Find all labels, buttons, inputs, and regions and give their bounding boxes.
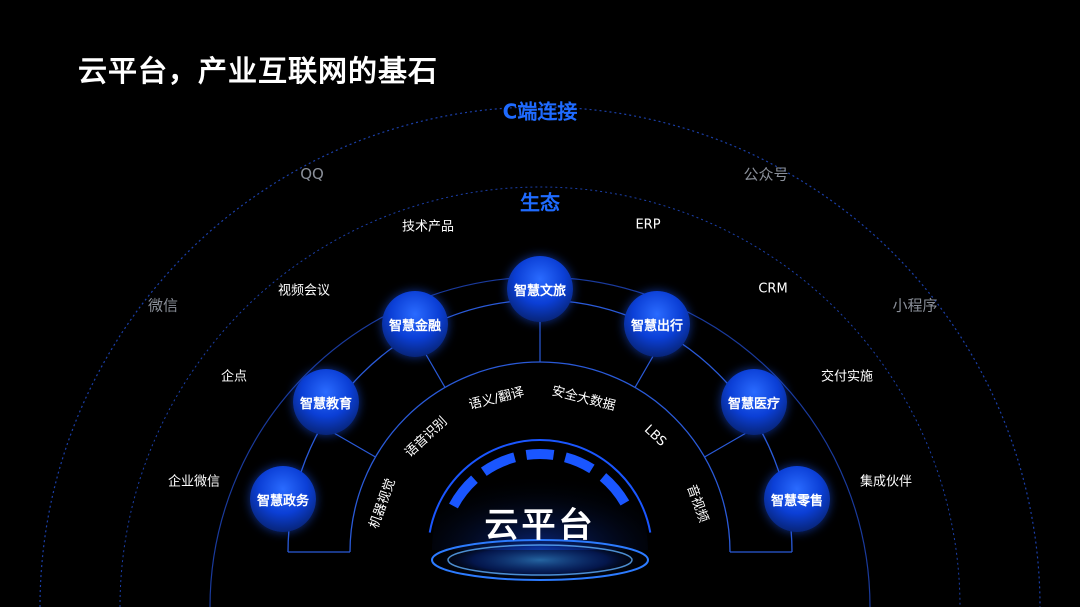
ecosystem-item: 集成伙伴 — [859, 474, 913, 490]
outer-item: 微信 — [147, 296, 179, 315]
solution-node[interactable]: 智慧医疗 — [721, 369, 787, 435]
solution-node[interactable]: 智慧教育 — [293, 369, 359, 435]
ecosystem-item: 企业微信 — [167, 474, 221, 490]
core-gauge-segment — [480, 452, 517, 476]
ecosystem-item: 交付实施 — [820, 369, 874, 385]
platform-glow — [428, 538, 652, 582]
page-title: 云平台，产业互联网的基石 — [78, 54, 439, 88]
core-gauge-segment — [563, 452, 595, 474]
solution-node[interactable]: 智慧金融 — [382, 291, 448, 357]
outer-item: 小程序 — [892, 296, 938, 315]
outer-ring-c-end — [39, 106, 1041, 607]
platform-ring-outer — [431, 539, 649, 581]
core-platform-label: 云平台 — [484, 505, 596, 546]
core-gauge-segment — [449, 475, 478, 509]
ecosystem-item: 视频会议 — [277, 283, 331, 299]
platform-ring-inner — [447, 544, 633, 576]
ring-ecosystem — [119, 186, 961, 607]
outer-item: QQ — [300, 165, 324, 183]
solution-node[interactable]: 智慧文旅 — [507, 256, 573, 322]
core-arcs — [428, 439, 652, 533]
ring-title-c-end: C端连接 — [502, 99, 578, 124]
ecosystem-item: 企点 — [220, 369, 248, 385]
outer-item: 公众号 — [743, 165, 789, 184]
solution-node[interactable]: 智慧零售 — [764, 466, 830, 532]
core-gauge-rim — [428, 439, 652, 533]
core-gauge-segment — [599, 473, 630, 506]
ecosystem-item: CRM — [758, 281, 788, 297]
solution-node[interactable]: 智慧出行 — [624, 291, 690, 357]
ecosystem-item: 技术产品 — [401, 219, 455, 235]
ecosystem-item: ERP — [635, 217, 661, 233]
solution-node[interactable]: 智慧政务 — [250, 466, 316, 532]
ring-title-ecosystem: 生态 — [520, 190, 560, 215]
core-gauge-segment — [525, 449, 555, 460]
